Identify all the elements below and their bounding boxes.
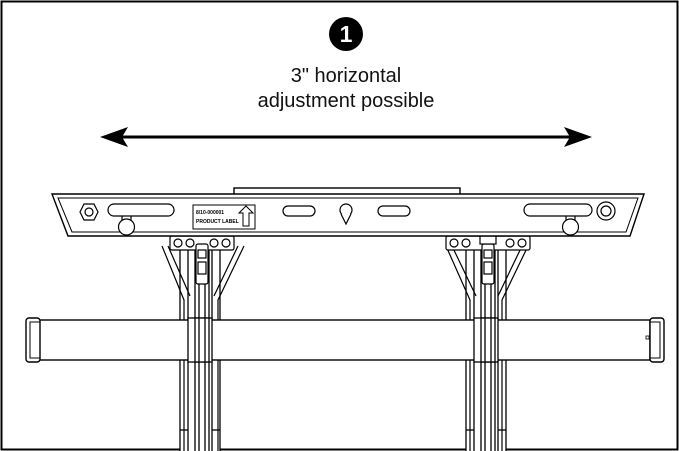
caption-line-1: 3" horizontal xyxy=(290,65,402,87)
right-column-front xyxy=(473,317,499,363)
product-label-line1: 8/10-000001 xyxy=(196,210,224,216)
caption-line-2: adjustment possible xyxy=(257,90,435,112)
right-brace xyxy=(445,245,529,451)
up-arrow-icon xyxy=(237,205,255,227)
product-label-line2: PRODUCT LABEL xyxy=(196,219,239,225)
left-clamp xyxy=(169,235,235,285)
double-arrow-icon xyxy=(100,127,592,147)
horizontal-bar xyxy=(25,317,665,363)
left-slot xyxy=(107,203,175,236)
right-bolt xyxy=(596,201,616,221)
right-slot xyxy=(523,203,593,236)
step-number-badge: 1 xyxy=(329,17,363,51)
left-column-front xyxy=(187,317,213,363)
left-bolt xyxy=(79,203,99,221)
left-brace xyxy=(161,245,245,451)
center-slots xyxy=(282,203,411,226)
